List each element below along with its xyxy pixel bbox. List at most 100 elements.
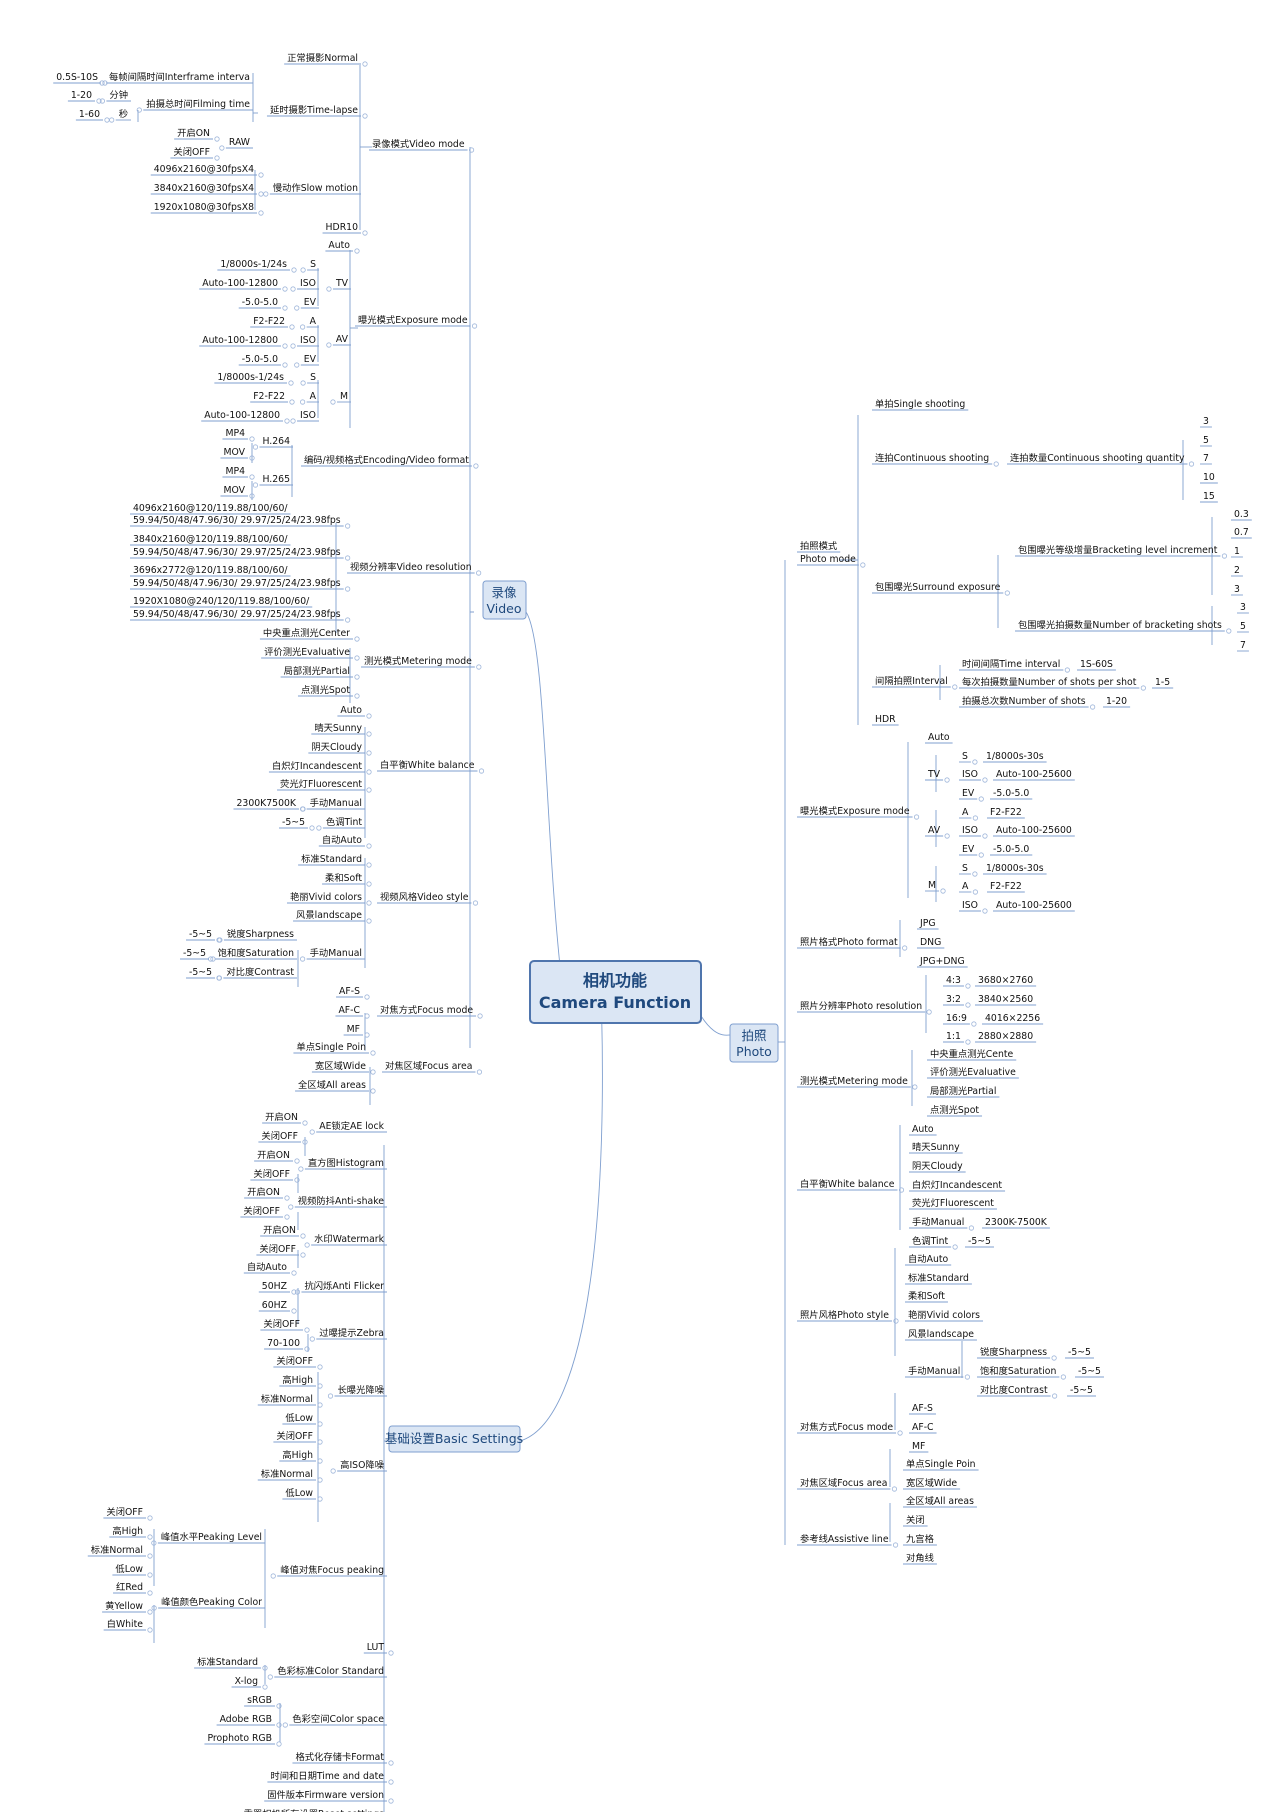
basic-flicker-auto-label: 自动Auto [247,1261,287,1273]
basic-space-prophoto-label: Prophoto RGB [207,1733,272,1744]
photo-assist-off-label: 关闭 [906,1514,925,1526]
basic-hist-off-node: 关闭OFF [250,1168,300,1183]
photo-mode-inc-0-label: 0.3 [1234,509,1249,520]
photo-mode-q-3-label: 10 [1203,472,1215,483]
photo-wb-tint-connector-dot [952,1244,958,1250]
video-format-h265-mp4-label: MP4 [225,466,245,477]
video-exposure-auto-connector-dot [354,248,360,254]
video-branch-line1: 录像 [491,585,517,600]
photo-resolution-r169-label: 16:9 [946,1013,967,1024]
photo-exposure-av-ev-label: EV [962,844,975,855]
video-style-title-node: 视频风格Video style [377,891,479,906]
photo-focus-title-label: 对焦方式Focus mode [800,1421,893,1433]
photo-exposure-av-label: AV [928,825,941,836]
basic-peak-l-normal-label: 标准Normal [91,1544,143,1556]
photo-branch[interactable]: 拍照 Photo [729,1023,779,1063]
photo-wb-fluorescent-label: 荧光灯Fluorescent [912,1197,994,1209]
video-format-h265-mov-node: MOV [220,485,255,499]
basic-shake-title-label: 视频防抖Anti-shake [298,1195,385,1207]
photo-metering-partial-label: 局部测光Partial [930,1085,996,1097]
basic-ae-on-node: 开启ON [262,1111,308,1126]
video-wb-auto-node: Auto [337,705,372,719]
photo-exposure-av-a-label: A [962,807,969,818]
video-format-h264-connector-dot [252,444,259,450]
video-exposure-m-a-val-label: F2-F22 [253,391,285,402]
photo-mode-cont-qty-node: 连拍数量Continuous shooting quantity [1007,452,1195,467]
photo-resolution-title-node: 照片分辨率Photo resolution [797,1000,932,1015]
basic-flicker-auto-node: 自动Auto [243,1261,297,1276]
photo-metering-center-label: 中央重点测光Cente [930,1048,1014,1060]
basic-zebra-off-node: 关闭OFF [260,1318,310,1333]
video-mode-raw-label: RAW [229,137,250,148]
basic-hiso-title-label: 高ISO降噪 [340,1459,384,1471]
video-metering-center-label: 中央重点测光Center [263,627,350,639]
video-focus-afs-connector-dot [364,994,370,1000]
photo-resolution-r32-node: 3:2 [943,994,971,1008]
video-focus-title-node: 对焦方式Focus mode [377,1004,483,1019]
photo-exposure-tv-s-val-label: 1/8000s-30s [986,751,1044,762]
video-format-h265-mov-connector-dot [249,493,255,499]
video-branch[interactable]: 录像 Video [482,580,527,620]
photo-resolution-r11-label: 1:1 [946,1031,961,1042]
video-exposure-av-a-val-node: F2-F22 [250,316,295,330]
video-mode-fm-sec-val-node: 1-60 [75,109,110,123]
photo-area-title-node: 对焦区域Focus area [797,1477,898,1492]
photo-mode-shots-val-label: 1-5 [1155,677,1170,688]
basic-cs-title-label: 色彩标准Color Standard [277,1665,384,1677]
photo-exposure-av-iso-node: ISO [959,825,988,839]
basic-hiso-off-node: 关闭OFF [273,1430,323,1445]
video-exposure-tv-ev-val-node: -5.0-5.0 [238,297,288,311]
photo-exposure-av-a-val-node: F2-F22 [987,807,1025,819]
photo-mode-q-1-label: 5 [1203,435,1209,446]
photo-mode-num-1-node: 5 [1237,621,1249,633]
root-box [529,960,702,1024]
photo-exposure-av-node: AV [925,825,950,839]
video-exposure-av-ev-val-connector-dot [282,362,288,368]
video-wb-cloudy-node: 阴天Cloudy [308,742,372,756]
basic-space-prophoto-node: Prophoto RGB [204,1733,282,1747]
photo-branch-line1: 拍照 [741,1028,766,1043]
photo-focus-afs-label: AF-S [912,1403,933,1414]
photo-area-title-connector-dot [891,1486,898,1492]
photo-area-all-node: 全区域All areas [903,1495,977,1508]
photo-mode-single-node: 单拍Single shooting [872,398,969,411]
photo-style-landscape-label: 风景landscape [908,1329,974,1340]
photo-mode-q-2-node: 7 [1200,453,1212,465]
photo-mode-time-int-label: 时间间隔Time interval [962,658,1060,670]
photo-exposure-m-s-node: S [959,863,978,877]
basic-peak-color-connector-dot [151,1605,157,1611]
video-resolution-title-label: 视频分辨率Video resolution [350,561,472,573]
video-area-title-connector-dot [476,1069,483,1075]
root-node[interactable]: 相机功能 Camera Function [529,960,702,1024]
basic-wm-off-node: 关闭OFF [256,1243,306,1258]
photo-exposure-av-iso-connector-dot [982,833,988,839]
video-exposure-m-a-val-node: F2-F22 [250,391,295,405]
basic-branch[interactable]: 基础设置Basic Settings [385,1425,523,1453]
basic-hiso-normal-label: 标准Normal [261,1468,313,1480]
basic-hiso-normal-connector-dot [317,1477,323,1483]
video-format-h264-mov-node: MOV [220,447,255,461]
photo-resolution-r32-label: 3:2 [946,994,961,1005]
basic-zebra-off-connector-dot [304,1327,310,1333]
basic-peak-yellow-label: 黄Yellow [105,1600,143,1612]
video-exposure-m-connector-dot [330,399,336,405]
photo-mode-inc-3-node: 2 [1231,565,1243,577]
basic-hiso-off-label: 关闭OFF [276,1430,313,1442]
photo-style-sharpness-val-node: -5~5 [1065,1347,1094,1359]
video-exposure-m-a-node: A [300,391,319,405]
video-wb-tint-label: 色调Tint [326,816,362,828]
video-style-vivid-node: 艳丽Vivid colors [286,891,372,906]
photo-wb-tint-val-node: -5~5 [965,1236,994,1248]
node-layer: 录像模式Video mode正常摄影Normal延时摄影Time-lapse每帧… [53,52,1252,1812]
video-style-standard-connector-dot [366,862,372,868]
photo-style-vivid-node: 艳丽Vivid colors [905,1309,984,1322]
basic-peak-title-label: 峰值对焦Focus peaking [280,1564,384,1576]
video-format-h264-node: H.264 [252,436,293,450]
photo-exposure-title-label: 曝光模式Exposure mode [800,805,910,817]
video-resolution-r1b-connector-dot [345,523,351,529]
video-wb-tint-connector-dot [316,825,322,831]
video-resolution-title-connector-dot [476,570,482,576]
basic-peak-l-high-connector-dot [147,1534,153,1540]
video-exposure-m-s-node: S [300,372,319,386]
